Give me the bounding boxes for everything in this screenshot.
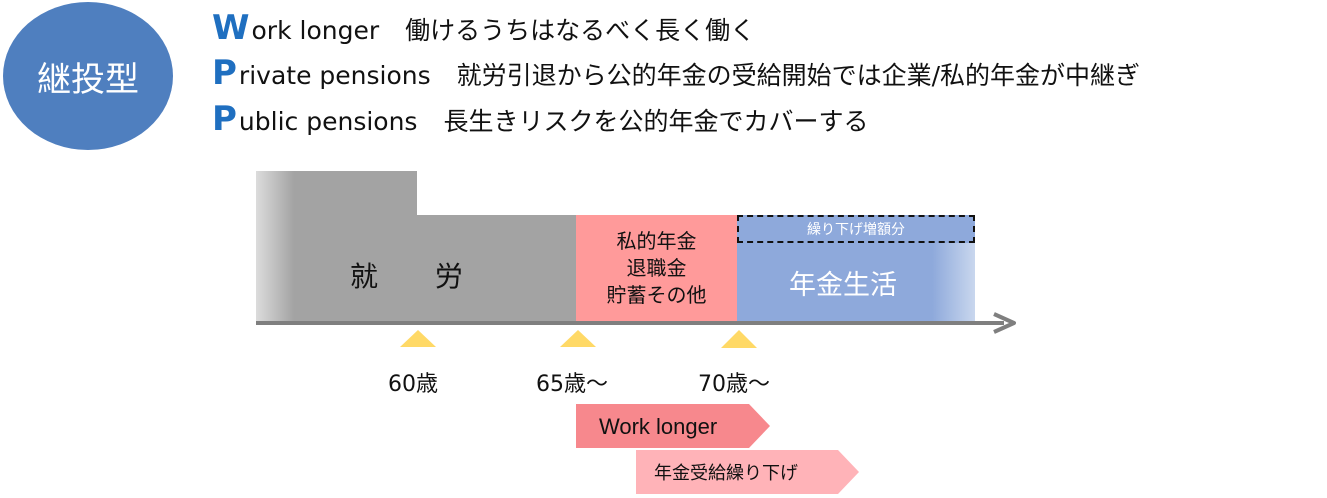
- definition-private-pensions: Private pensions 就労引退から公的年金の受給開始では企業/私的年金…: [212, 53, 1140, 93]
- marker-65-icon: [560, 330, 596, 347]
- marker-60-icon: [400, 330, 436, 347]
- marker-70-icon: [721, 330, 757, 348]
- deferral-arrow: [636, 450, 859, 494]
- definition-japanese: 長生きリスクを公的年金でカバーする: [443, 107, 869, 136]
- age-label-65: 65歳～: [536, 372, 608, 397]
- type-badge: 継投型: [3, 2, 173, 150]
- definition-public-pensions: Public pensions 長生きリスクを公的年金でカバーする: [212, 99, 868, 139]
- private-line: 私的年金: [616, 229, 697, 253]
- private-pension-segment: 私的年金 退職金 貯蓄その他: [576, 215, 737, 322]
- work-segment-upper: [256, 171, 417, 215]
- work-label: 就 労: [350, 260, 487, 293]
- initial-w: W: [212, 8, 250, 48]
- work-segment: [256, 215, 576, 322]
- definition-work-longer: Work longer 働けるうちはなるべく長く働く: [212, 8, 755, 48]
- private-line: 貯蓄その他: [606, 283, 707, 307]
- definition-english: rivate pensions: [238, 61, 431, 90]
- pension-life-segment: 年金生活: [737, 243, 975, 322]
- private-line: 退職金: [626, 256, 687, 280]
- definition-english: ublic pensions: [238, 107, 418, 136]
- initial-p: P: [212, 53, 237, 93]
- age-label-70: 70歳～: [698, 372, 770, 397]
- definition-english: ork longer: [251, 16, 380, 45]
- work-longer-arrow: [576, 404, 770, 448]
- axis-arrowhead-icon: [993, 312, 1016, 334]
- initial-p: P: [212, 99, 237, 139]
- age-label-60: 60歳: [388, 372, 438, 397]
- pension-life-label: 年金生活: [789, 270, 897, 301]
- deferral-arrow-label: 年金受給繰り下げ: [654, 463, 798, 484]
- deferral-increase-box: 繰り下げ増額分: [737, 215, 975, 243]
- definition-japanese: 働けるうちはなるべく長く働く: [405, 16, 756, 45]
- work-longer-arrow-label: Work longer: [599, 414, 717, 439]
- definition-japanese: 就労引退から公的年金の受給開始では企業/私的年金が中継ぎ: [456, 61, 1141, 90]
